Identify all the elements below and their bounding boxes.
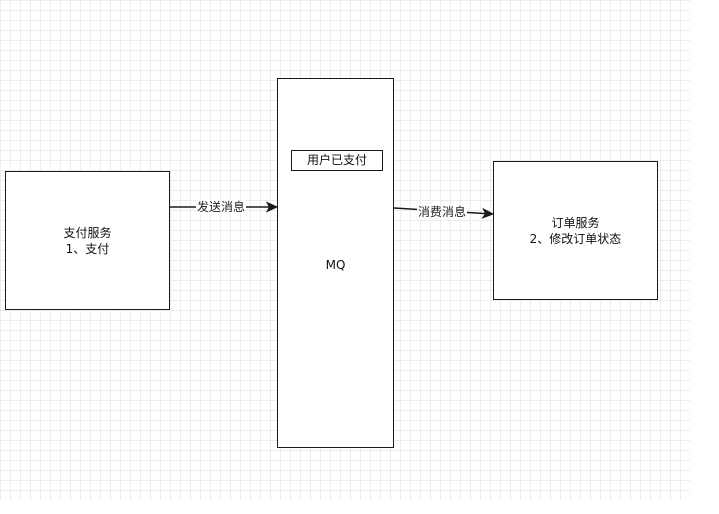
node-order-service[interactable]: 订单服务 2、修改订单状态 [493, 161, 658, 300]
node-order-service-step: 2、修改订单状态 [529, 231, 622, 246]
node-payment-service-step: 1、支付 [65, 241, 110, 256]
node-mq-title: MQ [325, 258, 346, 272]
mq-message-box[interactable]: 用户已支付 [291, 150, 383, 171]
edge-send-label[interactable]: 发送消息 [196, 200, 247, 214]
edge-consume-label[interactable]: 消费消息 [417, 205, 468, 219]
node-payment-service[interactable]: 支付服务 1、支付 [5, 171, 170, 310]
node-mq[interactable]: 用户已支付 MQ [277, 78, 394, 448]
node-order-service-title: 订单服务 [551, 215, 600, 230]
node-payment-service-title: 支付服务 [63, 225, 112, 240]
edge-send-arrowhead [265, 201, 279, 213]
mq-message-text: 用户已支付 [306, 153, 367, 167]
edge-consume-arrowhead [481, 207, 495, 219]
